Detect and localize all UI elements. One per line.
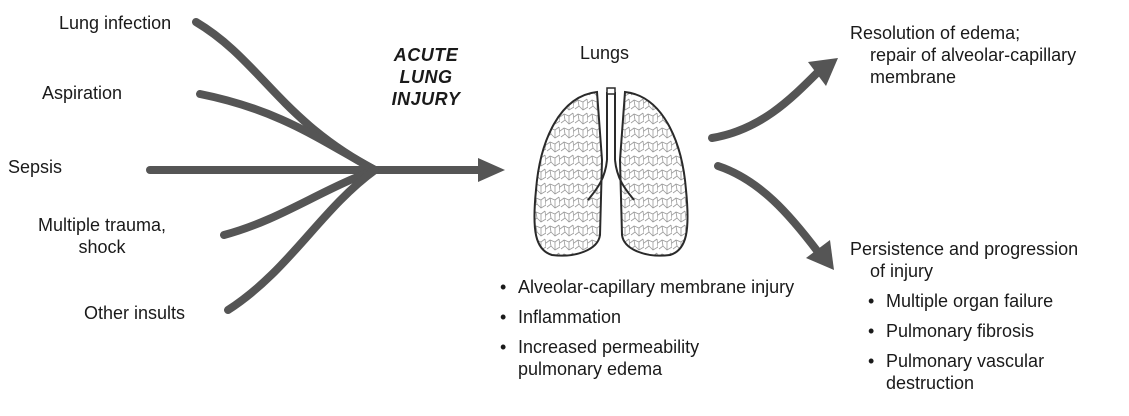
persistence-line1: Persistence and progression [850, 238, 1078, 260]
persistence-effects-list: Multiple organ failure Pulmonary fibrosi… [868, 290, 1088, 402]
right-lung [620, 92, 688, 256]
arrow-other [228, 170, 375, 310]
input-trauma: Multiple trauma, shock [38, 214, 166, 258]
resolution-line3: membrane [850, 66, 1076, 88]
resolution-line1: Resolution of edema; [850, 22, 1076, 44]
input-lung-infection: Lung infection [59, 12, 171, 34]
acute-line2: LUNG [386, 66, 466, 88]
persistence-effect-item: Multiple organ failure [868, 290, 1088, 312]
persistence-effect-item: Pulmonary vascular destruction [868, 350, 1076, 394]
input-other-insults: Other insults [84, 302, 185, 324]
lung-effect-item: Alveolar-capillary membrane injury [500, 276, 830, 298]
lung-effects-list: Alveolar-capillary membrane injury Infla… [500, 276, 830, 388]
left-lung [534, 92, 602, 256]
arrow-trauma [224, 170, 375, 235]
outcome-persistence: Persistence and progression of injury [850, 238, 1078, 282]
output-arrows [712, 72, 818, 252]
arrow-persistence [718, 166, 818, 252]
acute-line3: INJURY [386, 88, 466, 110]
persistence-line2: of injury [850, 260, 1078, 282]
input-trauma-line2: shock [38, 236, 166, 258]
lung-effect-item: Increased permeability pulmonary edema [500, 336, 758, 380]
main-arrowhead [478, 158, 505, 182]
input-trauma-line1: Multiple trauma, [38, 214, 166, 236]
input-aspiration: Aspiration [42, 82, 122, 104]
resolution-line2: repair of alveolar-capillary [850, 44, 1076, 66]
lungs-drawing [534, 88, 687, 256]
lung-effect-item: Inflammation [500, 306, 830, 328]
outcome-resolution: Resolution of edema; repair of alveolar-… [850, 22, 1076, 88]
arrow-resolution [712, 72, 818, 138]
acute-line1: ACUTE [386, 44, 466, 66]
input-sepsis: Sepsis [8, 156, 62, 178]
lungs-title: Lungs [580, 42, 629, 64]
persistence-effect-item: Pulmonary fibrosis [868, 320, 1088, 342]
acute-lung-injury-label: ACUTE LUNG INJURY [386, 44, 466, 110]
